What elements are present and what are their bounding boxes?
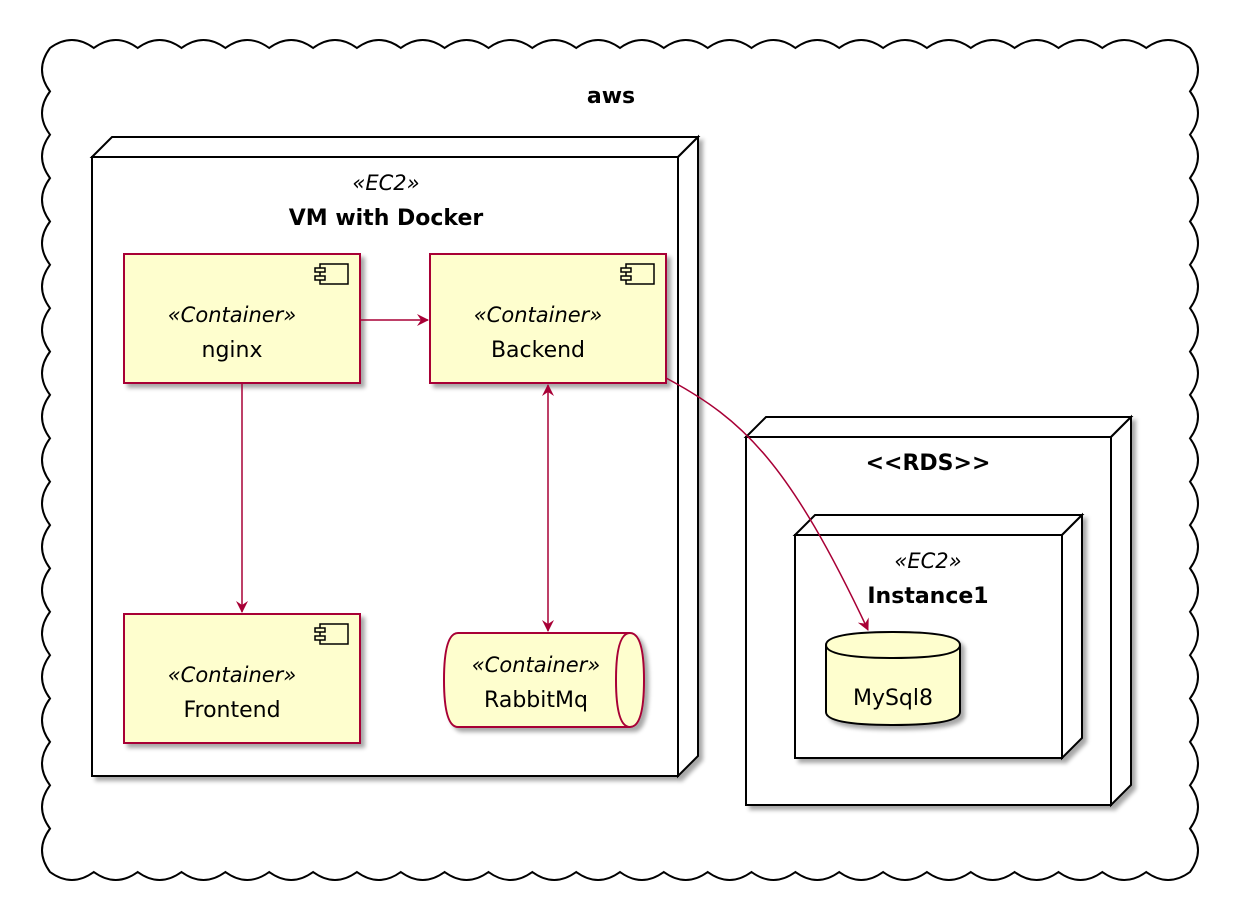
- component-icon: [314, 263, 349, 285]
- rabbitmq-queue[interactable]: «Container» RabbitMq: [442, 632, 646, 728]
- backend-name: Backend: [491, 338, 585, 363]
- frontend-name: Frontend: [183, 698, 280, 723]
- instance-title: Instance1: [867, 584, 988, 609]
- nginx-stereotype: «Container»: [168, 303, 297, 327]
- nginx-name: nginx: [202, 338, 263, 363]
- mysql-database[interactable]: MySql8: [825, 630, 961, 727]
- component-icon: [314, 623, 349, 645]
- rabbitmq-name: RabbitMq: [484, 688, 588, 713]
- rds-title: <<RDS>>: [866, 451, 991, 476]
- component-icon: [620, 263, 655, 285]
- nginx-component[interactable]: «Container» nginx: [123, 253, 361, 384]
- instance-stereotype: «EC2»: [894, 549, 961, 573]
- connectors: [236, 314, 869, 632]
- mysql-name: MySql8: [853, 686, 933, 711]
- frontend-stereotype: «Container»: [168, 663, 297, 687]
- rabbitmq-stereotype: «Container»: [472, 653, 601, 677]
- vm-title: VM with Docker: [289, 206, 484, 231]
- backend-component[interactable]: «Container» Backend: [429, 253, 667, 384]
- vm-stereotype: «EC2»: [352, 171, 419, 195]
- backend-stereotype: «Container»: [474, 303, 603, 327]
- arrow-backend-mysql: [665, 377, 869, 631]
- frontend-component[interactable]: «Container» Frontend: [123, 613, 361, 744]
- cloud-label: aws: [587, 84, 635, 109]
